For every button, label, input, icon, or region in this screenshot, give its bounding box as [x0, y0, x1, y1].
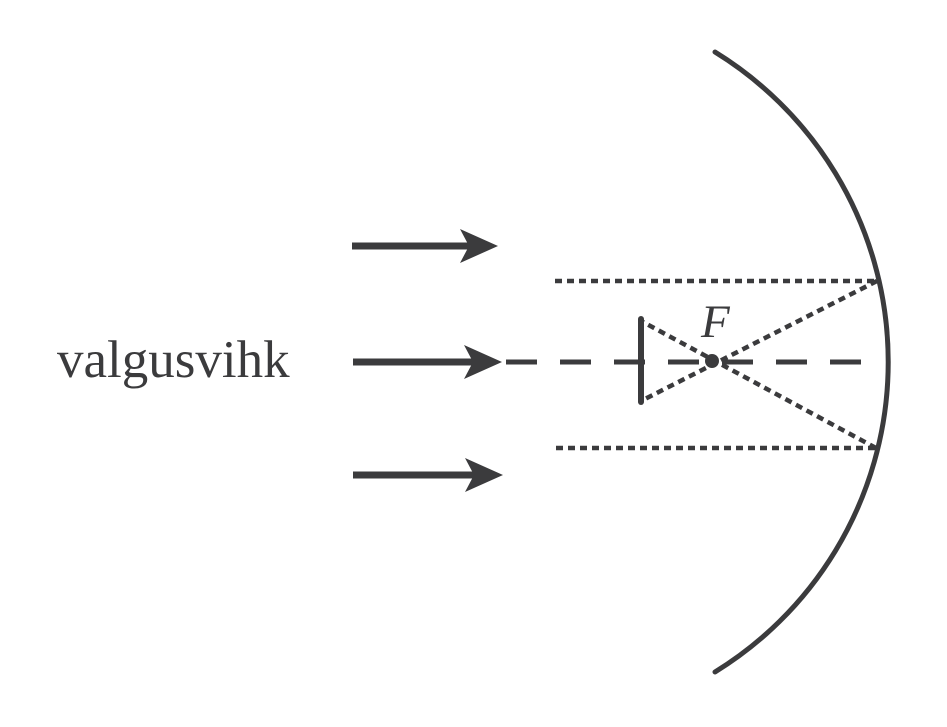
arrowhead-icon — [465, 458, 503, 492]
focal-point-label: F — [700, 296, 731, 348]
light-beam-label: valgusvihk — [57, 331, 290, 389]
incident-ray-arrow-bottom — [353, 458, 503, 492]
incident-ray-arrow-middle — [353, 345, 502, 379]
reflected-ray-upper-dotted — [641, 278, 879, 403]
reflected-ray-lower-dotted — [641, 320, 878, 450]
focal-point-dot — [705, 354, 719, 368]
arrowhead-icon — [460, 229, 498, 263]
arrowhead-icon — [464, 345, 502, 379]
concave-mirror-arc — [712, 49, 891, 675]
incident-ray-arrow-top — [352, 229, 498, 263]
